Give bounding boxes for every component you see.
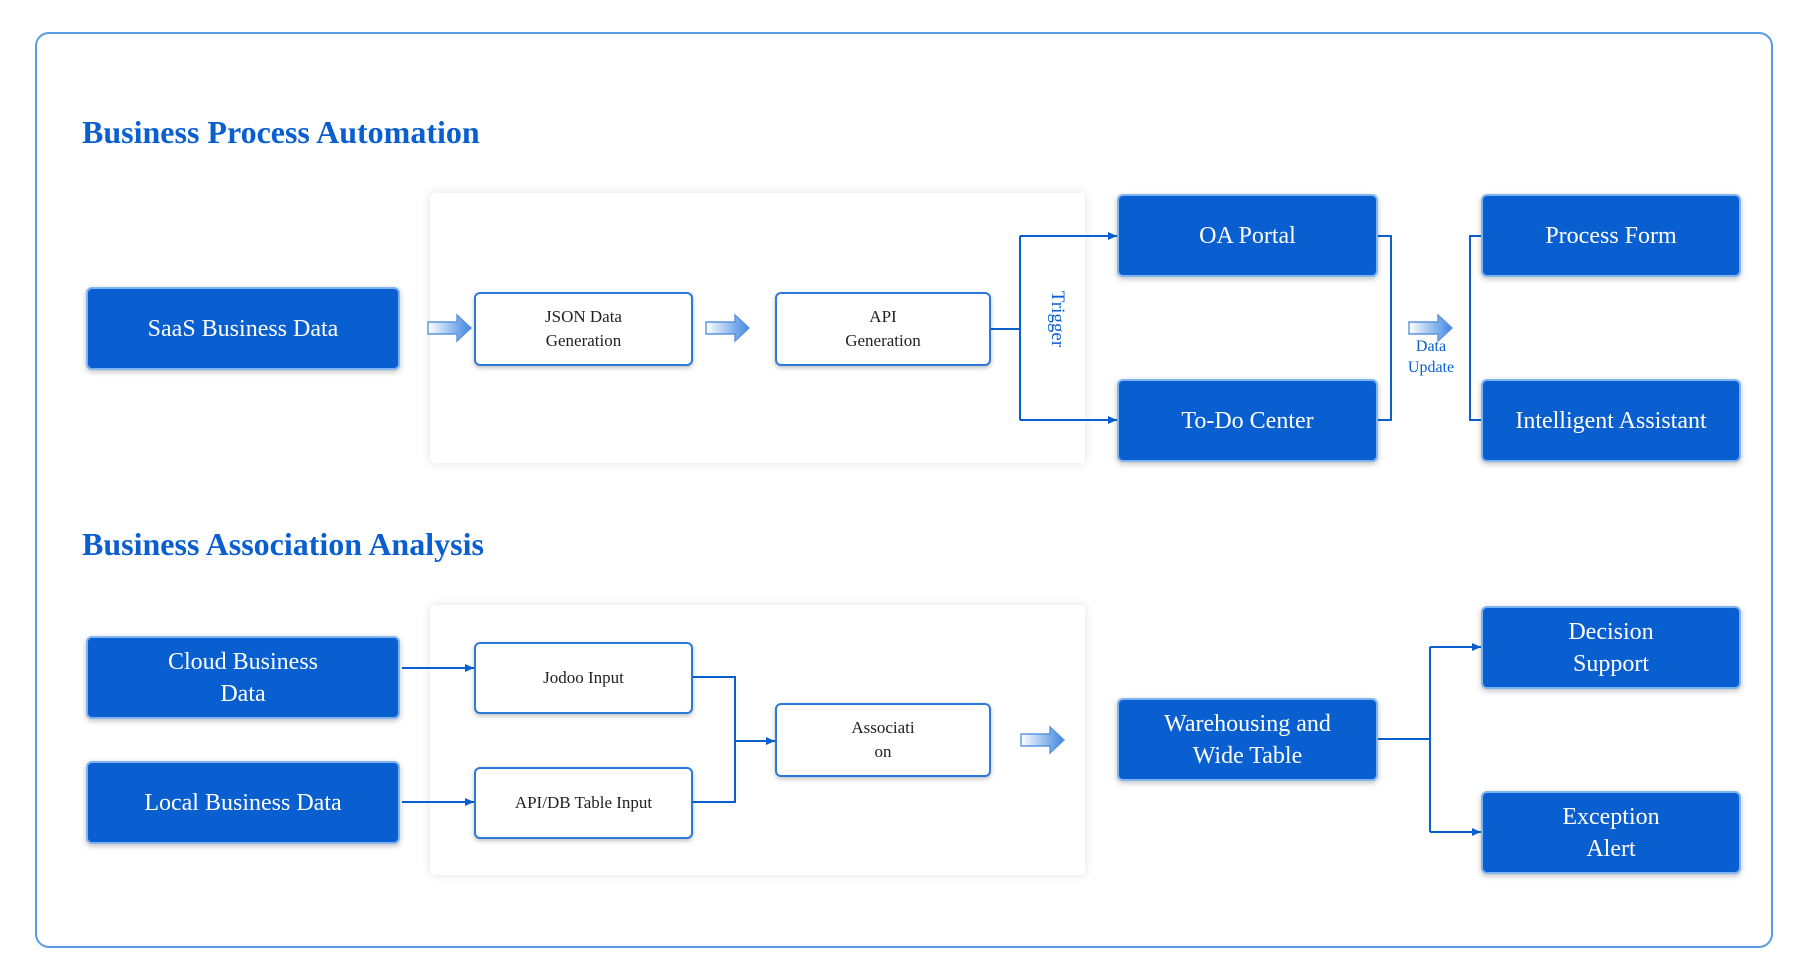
cloud-business-data-box: Cloud Business Data bbox=[86, 636, 400, 719]
process-form-box: Process Form bbox=[1481, 194, 1741, 277]
api-generation-box: API Generation bbox=[775, 292, 991, 366]
jodoo-input-box: Jodoo Input bbox=[474, 642, 693, 714]
local-business-data-box: Local Business Data bbox=[86, 761, 400, 844]
decision-support-box: Decision Support bbox=[1481, 606, 1741, 689]
warehousing-wide-table-box: Warehousing and Wide Table bbox=[1117, 698, 1378, 781]
data-update-label: Data Update bbox=[1407, 338, 1455, 376]
diagram-frame bbox=[35, 32, 1773, 948]
oa-portal-box: OA Portal bbox=[1117, 194, 1378, 277]
section-title-association-analysis: Business Association Analysis bbox=[82, 526, 484, 562]
saas-business-data-box: SaaS Business Data bbox=[86, 287, 400, 370]
section-title-process-automation: Business Process Automation bbox=[82, 114, 480, 150]
exception-alert-box: Exception Alert bbox=[1481, 791, 1741, 874]
flow-arrows bbox=[427, 313, 1454, 755]
trigger-label: Trigger bbox=[1047, 290, 1068, 348]
api-db-table-input-box: API/DB Table Input bbox=[474, 767, 693, 839]
todo-center-box: To-Do Center bbox=[1117, 379, 1378, 462]
association-box: Association bbox=[775, 703, 991, 777]
json-data-generation-box: JSON Data Generation bbox=[474, 292, 693, 366]
intelligent-assistant-box: Intelligent Assistant bbox=[1481, 379, 1741, 462]
